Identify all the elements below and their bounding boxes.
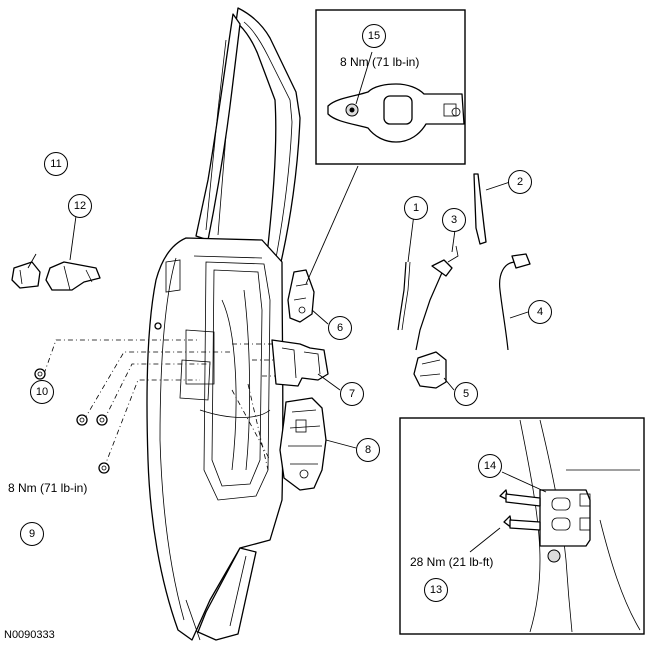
parts-11-12 <box>11 261 101 291</box>
torque-label-inset-bottom: 28 Nm (21 lb-ft) <box>410 555 494 569</box>
part-8 <box>279 397 327 491</box>
callout-5: 5 <box>454 382 478 406</box>
callout-8: 8 <box>356 438 380 462</box>
callout-13: 13 <box>424 578 448 602</box>
inset-top <box>315 9 466 165</box>
door-shell <box>146 7 301 641</box>
fasteners <box>34 368 110 474</box>
part-3 <box>415 229 459 351</box>
callout-11: 11 <box>44 152 68 176</box>
torque-label-left: 8 Nm (71 lb-in) <box>8 481 88 495</box>
callout-6: 6 <box>328 316 352 340</box>
callout-9: 9 <box>20 522 44 546</box>
part-2 <box>473 173 511 245</box>
callout-10: 10 <box>30 380 54 404</box>
part-5 <box>413 351 447 389</box>
callout-15: 15 <box>362 24 386 48</box>
callout-4: 4 <box>528 300 552 324</box>
callout-leaders <box>27 165 455 449</box>
callout-1: 1 <box>404 196 428 220</box>
callout-2: 2 <box>508 170 532 194</box>
callout-3: 3 <box>442 208 466 232</box>
part-7 <box>271 339 329 387</box>
part-4 <box>499 253 531 351</box>
figure-id: N0090333 <box>4 629 55 641</box>
callout-14: 14 <box>478 454 502 478</box>
torque-label-inset-top: 8 Nm (71 lb-in) <box>340 55 420 69</box>
part-6 <box>287 269 315 323</box>
part-1 <box>397 213 415 331</box>
callout-7: 7 <box>340 382 364 406</box>
callout-12: 12 <box>68 194 92 218</box>
